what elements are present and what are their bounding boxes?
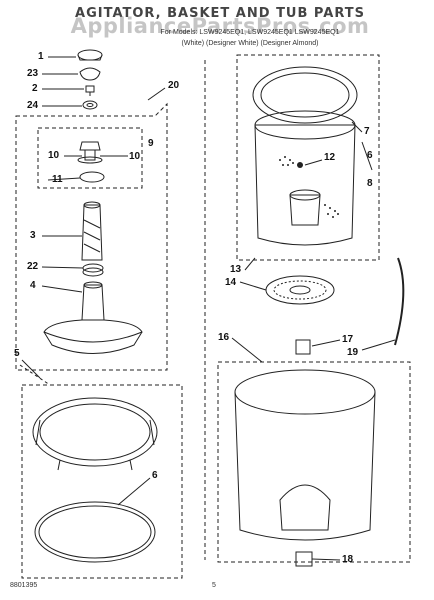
callout-4: 4 — [30, 280, 36, 291]
part-23-retainer — [79, 67, 101, 81]
callout-6-right: 6 — [367, 150, 373, 161]
part-6-gasket — [34, 501, 156, 563]
callout-24: 24 — [27, 100, 39, 111]
part-4-agitator-base — [81, 284, 105, 321]
part-2-bolt — [85, 85, 95, 96]
callout-23: 23 — [27, 68, 39, 79]
basket-body — [254, 124, 356, 246]
callout-16: 16 — [218, 332, 230, 343]
part-3-auger — [81, 204, 103, 261]
callout-14: 14 — [225, 277, 237, 288]
callout-11: 11 — [52, 174, 63, 185]
tub-top — [234, 369, 376, 415]
model-list: For Models: LSW9245EQ1, LSW9245EQ1 LSW92… — [160, 29, 340, 36]
basket-assembly-box — [236, 54, 380, 261]
callout-9: 9 — [148, 138, 154, 149]
watermark: AppliancePartsPros.com — [70, 14, 370, 38]
part-11-cam — [79, 171, 105, 183]
callout-6-left: 6 — [152, 470, 158, 481]
callout-5: 5 — [14, 348, 20, 359]
callout-20: 20 — [168, 80, 180, 91]
callout-7: 7 — [364, 126, 370, 137]
page-title: AGITATOR, BASKET AND TUB PARTS — [75, 6, 365, 21]
callout-17: 17 — [342, 334, 354, 345]
callout-13: 13 — [230, 264, 242, 275]
agitator-cap-box — [37, 127, 143, 189]
part-14-hub — [265, 275, 335, 305]
part-17-nut — [295, 339, 311, 355]
callout-1: 1 — [38, 51, 44, 62]
callout-22: 22 — [27, 261, 39, 272]
basket-top-ring — [252, 66, 358, 124]
callout-10-right: 10 — [129, 151, 141, 162]
color-list: (White) (Designer White) (Designer Almon… — [181, 40, 319, 47]
callout-10-left: 10 — [48, 150, 60, 161]
callout-3: 3 — [30, 230, 36, 241]
part-18-nut — [295, 551, 313, 567]
callout-12: 12 — [324, 152, 336, 163]
tub-body — [234, 391, 376, 541]
callout-19: 19 — [347, 347, 359, 358]
page-number: 5 — [212, 582, 216, 589]
part-9-dogs — [79, 141, 101, 161]
part-19-hose — [394, 257, 405, 346]
agitator-assembly-box — [15, 102, 168, 371]
callout-2: 2 — [32, 83, 38, 94]
part-1-cap — [77, 49, 103, 61]
basket-ring-box — [21, 384, 183, 579]
callout-18: 18 — [342, 554, 354, 565]
part-5-balance-ring — [32, 397, 158, 467]
part-24-washer — [82, 100, 98, 110]
figure-code: 8801395 — [10, 582, 38, 589]
callout-8: 8 — [367, 178, 373, 189]
